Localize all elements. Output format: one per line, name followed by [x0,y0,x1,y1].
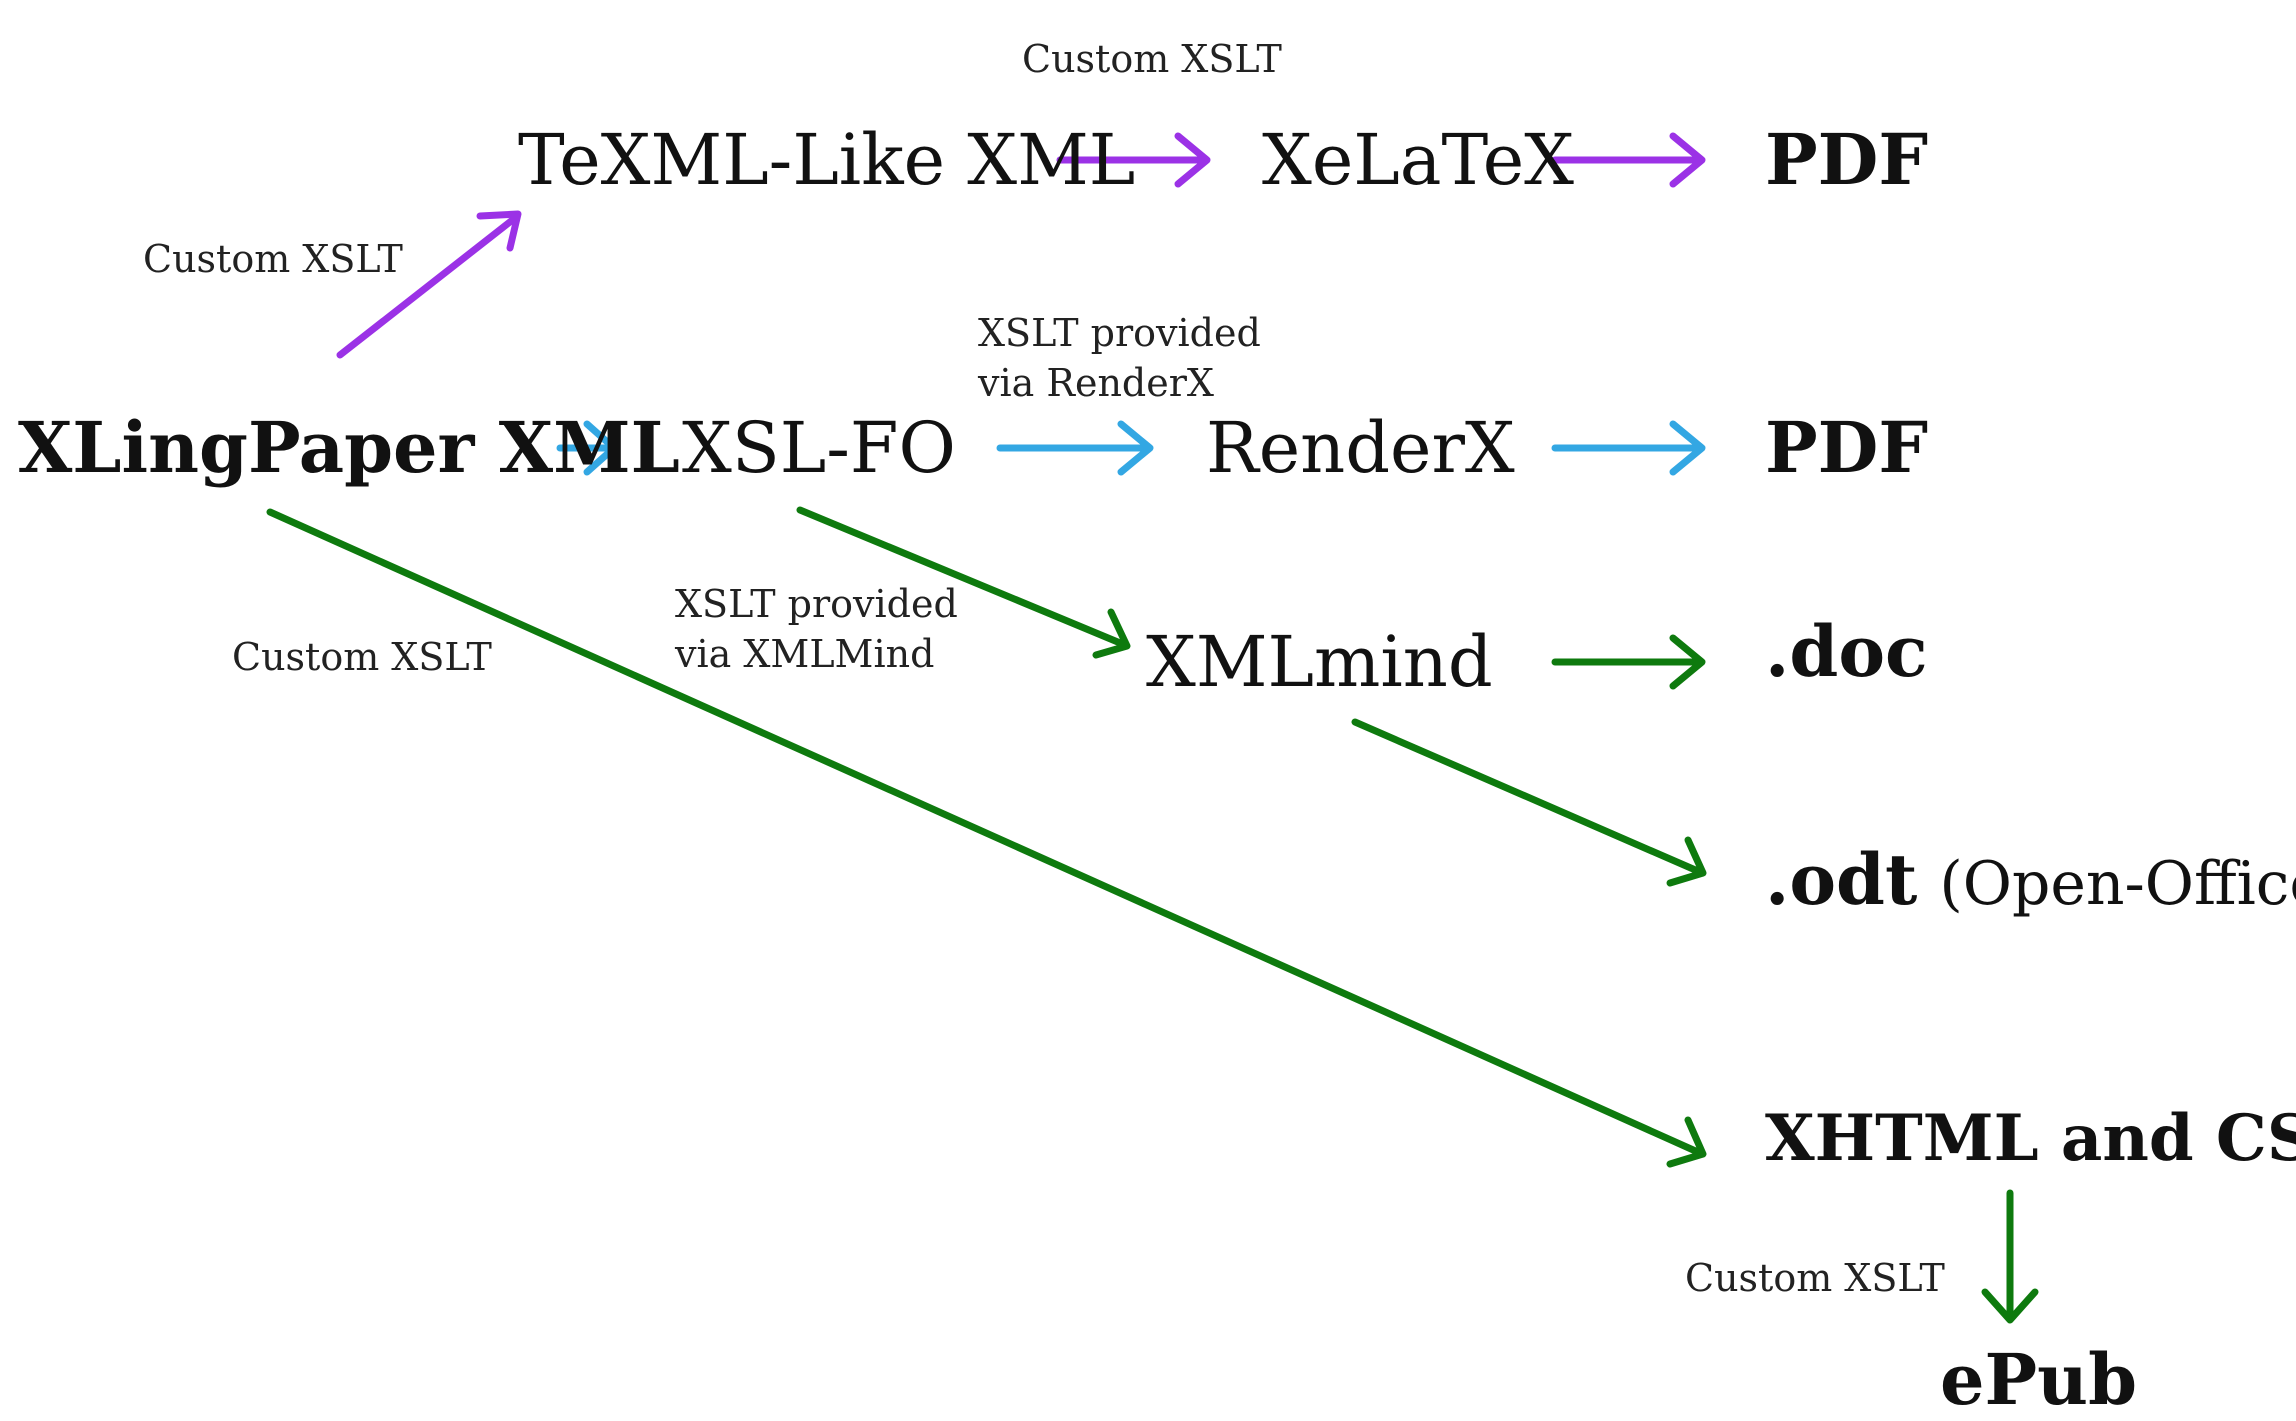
arrow-texml-to-xelatex [1056,132,1211,188]
node-renderx: RenderX [1206,407,1515,489]
node-texml-like-xml: TeXML-Like XML [518,119,1135,201]
arrow-renderx-to-pdf [1551,420,1706,476]
node-xsl-fo: XSL-FO [682,407,956,489]
node-doc: .doc [1765,610,1928,693]
node-odt-rest: (Open-Office) [1939,849,2296,919]
arrow-xmlmind-to-doc [1551,634,1706,690]
arrow-xmlmind-to-odt [1351,718,1707,887]
label-xslt-provided-renderx-line1: XSLT provided [978,311,1261,355]
node-odt-bold: .odt [1765,838,1917,921]
node-xmlmind: XMLmind [1146,621,1493,703]
arrow-xlingpaper-to-xslfo [556,420,618,476]
label-custom-xslt-top: Custom XSLT [1022,37,1282,81]
label-xslt-provided-xmlmind-line2: via XMLMind [674,632,934,676]
arrow-xlingpaper-to-xhtml [266,508,1707,1168]
node-pdf-xelatex: PDF [1765,118,1928,201]
arrow-xslfo-to-renderx [996,420,1154,476]
arrow-xelatex-to-pdf [1551,132,1706,188]
label-custom-xslt-middle: Custom XSLT [232,635,492,679]
node-xlingpaper-xml: XLingPaper XML [18,406,680,489]
node-odt: .odt (Open-Office) [1765,838,2296,921]
arrow-xslfo-to-xmlmind [796,506,1131,659]
label-custom-xslt-left: Custom XSLT [143,237,403,281]
node-xelatex: XeLaTeX [1262,119,1574,201]
node-epub: ePub [1940,1338,2137,1421]
label-xslt-provided-xmlmind-line1: XSLT provided [675,582,958,626]
label-custom-xslt-bottom: Custom XSLT [1685,1256,1945,1300]
label-xslt-provided-renderx-line2: via RenderX [977,361,1214,405]
arrow-xhtml-to-epub [1981,1189,2039,1324]
node-pdf-renderx: PDF [1765,406,1928,489]
node-xhtml-and-css: XHTML and CSS [1765,1101,2296,1176]
arrow-xlingpaper-to-texml [336,210,522,359]
